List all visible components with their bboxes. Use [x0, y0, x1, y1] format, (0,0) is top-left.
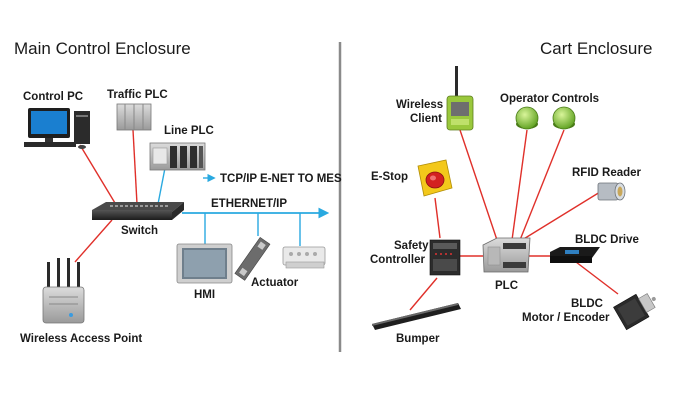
hmi-label: HMI: [194, 289, 215, 301]
link-estop-safety: [434, 197, 441, 239]
main-control-enclosure-title: Main Control Enclosure: [14, 39, 191, 58]
rfid-reader-icon: [597, 182, 626, 201]
cart-enclosure-title: Cart Enclosure: [540, 39, 652, 58]
safety-controller-icon: [429, 239, 461, 276]
traffic-plc-label: Traffic PLC: [107, 89, 168, 101]
operator-control-button-2-icon: [552, 106, 576, 130]
safety-controller-label-2: Controller: [370, 254, 425, 266]
control-pc-icon: [24, 108, 90, 149]
bldc-motor-label-2: Motor / Encoder: [522, 312, 610, 324]
bumper-label: Bumper: [396, 333, 440, 345]
wireless-client-label-1: Wireless: [396, 99, 443, 111]
ethernet-ip-label: ETHERNET/IP: [211, 198, 287, 210]
traffic-plc-icon: [116, 103, 152, 131]
link-pc-switch: [79, 144, 119, 209]
bldc-motor-label-1: BLDC: [571, 298, 603, 310]
estop-icon: [417, 159, 453, 197]
bldc-drive-icon: [550, 247, 600, 263]
actuator-icon: [234, 236, 326, 281]
wireless-access-point-icon: [42, 258, 85, 324]
link-bumper-safety: [409, 277, 438, 311]
actuator-label: Actuator: [251, 277, 299, 289]
control-pc-label: Control PC: [23, 91, 83, 103]
bumper-icon: [372, 303, 461, 330]
line-plc-label: Line PLC: [164, 125, 214, 137]
operator-controls-label: Operator Controls: [500, 93, 599, 105]
estop-label: E-Stop: [371, 171, 408, 183]
tcp-link-label: TCP/IP E-NET TO MES: [220, 173, 342, 185]
right-connections: [409, 129, 619, 311]
switch-icon: [92, 202, 184, 220]
left-connections: [74, 129, 330, 263]
safety-controller-label-1: Safety: [394, 240, 429, 252]
link-bldcdrive-motor: [575, 261, 619, 295]
line-plc-icon: [149, 142, 206, 171]
link-lineplc-switch: [157, 167, 166, 205]
link-rfid-plc: [521, 191, 601, 241]
link-wap-switch: [74, 219, 113, 263]
link-wireless-client-plc: [459, 129, 498, 241]
switch-label: Switch: [121, 225, 158, 237]
plc-icon: [482, 237, 531, 273]
hmi-icon: [176, 243, 233, 284]
wireless-access-point-label: Wireless Access Point: [20, 333, 142, 345]
link-trafficplc-switch: [132, 129, 138, 205]
rfid-reader-label: RFID Reader: [572, 167, 642, 179]
bldc-motor-icon: [613, 293, 656, 331]
operator-control-button-1-icon: [515, 106, 539, 130]
plc-label: PLC: [495, 280, 518, 292]
wireless-client-icon: [446, 66, 474, 131]
link-opctrl2-plc: [519, 129, 565, 241]
link-opctrl1-plc: [511, 129, 528, 241]
bldc-drive-label: BLDC Drive: [575, 234, 639, 246]
wireless-client-label-2: Client: [410, 113, 442, 125]
